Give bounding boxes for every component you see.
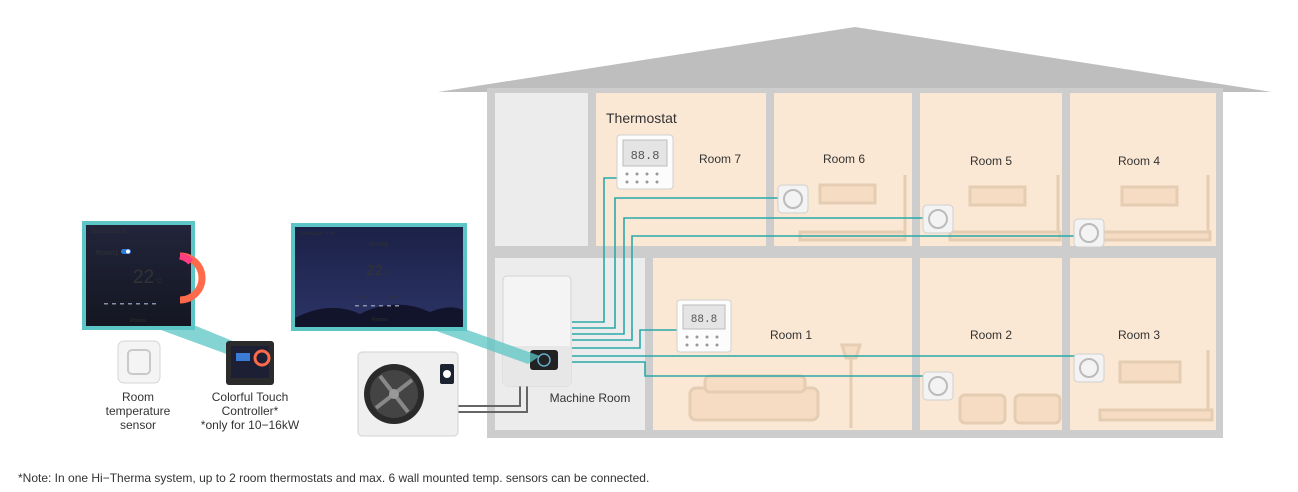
- sensor-label-line1: Room: [122, 390, 154, 404]
- thermostat-room1: 88.8: [676, 299, 732, 353]
- right-screen-temp: 22: [366, 262, 383, 279]
- piping: [458, 386, 528, 413]
- right-screen-status: 2022/12/16 17:49: [300, 231, 336, 236]
- indoor-unit-screen: 2022/12/16 17:49 Room1 22 °C ‹ › 0°C OFF…: [291, 223, 467, 331]
- touch-controller-device: [226, 341, 274, 385]
- room5-label: Room 5: [970, 154, 1012, 168]
- sensor-label-line3: sensor: [120, 418, 156, 432]
- left-screen-room: Room1: [96, 250, 119, 257]
- thermostat-title: Thermostat: [606, 110, 677, 126]
- room3-area: [1070, 258, 1216, 430]
- svg-text:88.8: 88.8: [631, 149, 660, 163]
- room6-area: [774, 93, 912, 246]
- controller-label-line1: Colorful Touch: [212, 390, 289, 404]
- sensor-room4: [1073, 218, 1105, 248]
- room3-label: Room 3: [1118, 328, 1160, 342]
- room-temperature-sensor-device: [117, 340, 161, 384]
- upper-left-space: [495, 93, 588, 246]
- room2-label: Room 2: [970, 328, 1012, 342]
- outdoor-unit: [357, 351, 459, 437]
- footnote: *Note: In one Hi−Therma system, up to 2 …: [18, 471, 650, 485]
- touch-controller-screen: 2022/12/16 18:02 Room1 22 °C Rooms: [82, 221, 206, 330]
- sensor-room5: [922, 204, 954, 234]
- right-screen-left-arrow: ‹: [300, 269, 303, 278]
- right-screen-footer: Rooms: [372, 317, 388, 323]
- room7-label: Room 7: [699, 152, 741, 166]
- indoor-unit-display: [530, 350, 558, 370]
- left-screen-footer: Rooms: [130, 318, 146, 324]
- room6-label: Room 6: [823, 152, 865, 166]
- left-screen-status: 2022/12/16 18:02: [91, 229, 127, 234]
- right-screen-unit: °C: [384, 271, 390, 277]
- callout-right: [428, 328, 540, 364]
- indoor-unit: [502, 275, 572, 387]
- right-screen-right-arrow: ›: [454, 269, 457, 278]
- controller-label-line3: *only for 10−16kW: [201, 418, 300, 432]
- right-screen-room: Room1: [369, 242, 389, 248]
- sensor-room6: [777, 184, 809, 214]
- left-screen-temp: 22: [133, 267, 154, 288]
- room1-label: Room 1: [770, 328, 812, 342]
- thermostat-room7: 88.8: [616, 134, 674, 190]
- roof: [438, 27, 1272, 92]
- sensor-room3: [1073, 353, 1105, 383]
- svg-text:88.8: 88.8: [691, 314, 717, 326]
- right-screen-left-value: 0°C: [360, 295, 368, 300]
- wiring: [572, 177, 1078, 377]
- left-screen-unit: °C: [155, 279, 162, 285]
- machine-room-label: Machine Room: [550, 391, 631, 405]
- controller-label-line2: Controller*: [222, 404, 279, 418]
- sensor-label-line2: temperature: [106, 404, 171, 418]
- right-screen-right-value: OFF: [390, 295, 399, 300]
- callout-left: [150, 326, 250, 356]
- room4-label: Room 4: [1118, 154, 1160, 168]
- sensor-room2: [922, 371, 954, 401]
- furniture: [688, 175, 1214, 428]
